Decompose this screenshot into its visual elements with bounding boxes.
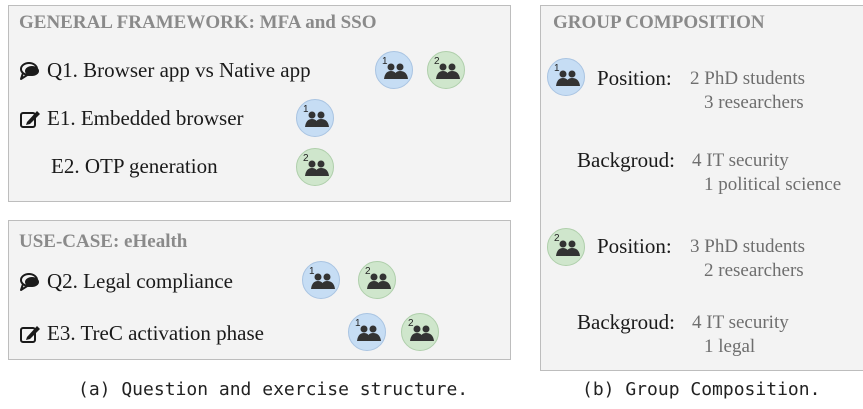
item-e1-label: E1. Embedded browser bbox=[47, 106, 244, 130]
group-1-position-label: Position: bbox=[597, 66, 672, 90]
group-people-icon bbox=[311, 273, 335, 289]
caption-a: (a) Question and exercise structure. bbox=[78, 379, 469, 400]
group-2-background-line-1: 4 IT security bbox=[692, 312, 789, 333]
item-e2: E2. OTP generation bbox=[51, 154, 218, 179]
group-2-badge: 2 bbox=[296, 148, 334, 186]
group-2-badge: 2 bbox=[547, 228, 585, 266]
speech-bubble-icon bbox=[19, 272, 41, 292]
group-people-icon bbox=[305, 160, 329, 176]
group-1-badge: 1 bbox=[375, 51, 413, 89]
use-case-title: USE-CASE: eHealth bbox=[19, 231, 188, 252]
group-number: 2 bbox=[365, 266, 371, 277]
item-e2-label: E2. OTP generation bbox=[51, 154, 218, 178]
caption-b: (b) Group Composition. bbox=[582, 379, 821, 400]
general-framework-title: GENERAL FRAMEWORK: MFA and SSO bbox=[19, 12, 377, 33]
edit-icon bbox=[19, 109, 41, 129]
group-1-badge: 1 bbox=[348, 313, 386, 351]
group-1-background-line-1: 4 IT security bbox=[692, 150, 789, 171]
group-number: 1 bbox=[382, 56, 388, 67]
group-2-position-label: Position: bbox=[597, 234, 672, 258]
group-1-background-label: Backgroud: bbox=[577, 148, 675, 172]
group-people-icon bbox=[357, 325, 381, 341]
use-case-panel: USE-CASE: eHealth Q2. Legal compliance 1… bbox=[8, 220, 511, 360]
group-2-position-line-2: 2 researchers bbox=[704, 260, 804, 281]
group-2-badge: 2 bbox=[401, 313, 439, 351]
item-q1-label: Q1. Browser app vs Native app bbox=[47, 58, 311, 82]
group-number: 2 bbox=[434, 56, 440, 67]
group-number: 1 bbox=[355, 318, 361, 329]
item-q2-label: Q2. Legal compliance bbox=[47, 269, 234, 293]
group-2-background-label: Backgroud: bbox=[577, 310, 675, 334]
group-2-background-line-2: 1 legal bbox=[704, 336, 756, 357]
item-e1: E1. Embedded browser bbox=[19, 106, 244, 131]
item-q1: Q1. Browser app vs Native app bbox=[19, 58, 311, 83]
group-composition-title: GROUP COMPOSITION bbox=[553, 12, 765, 33]
group-people-icon bbox=[556, 70, 580, 86]
group-people-icon bbox=[556, 240, 580, 256]
group-1-badge: 1 bbox=[547, 58, 585, 96]
group-people-icon bbox=[305, 111, 329, 127]
group-2-position-line-1: 3 PhD students bbox=[690, 236, 806, 257]
general-framework-panel: GENERAL FRAMEWORK: MFA and SSO Q1. Brows… bbox=[8, 5, 511, 202]
group-composition-panel: GROUP COMPOSITION 1 Position: 2 PhD stud… bbox=[540, 5, 863, 371]
group-people-icon bbox=[367, 273, 391, 289]
edit-icon bbox=[19, 324, 41, 344]
group-1-badge: 1 bbox=[296, 99, 334, 137]
group-1-badge: 1 bbox=[302, 261, 340, 299]
group-number: 2 bbox=[408, 318, 414, 329]
group-2-badge: 2 bbox=[358, 261, 396, 299]
group-1-background-line-2: 1 political science bbox=[704, 174, 842, 195]
group-number: 2 bbox=[554, 233, 560, 244]
item-e3-label: E3. TreC activation phase bbox=[47, 321, 264, 345]
group-number: 1 bbox=[309, 266, 315, 277]
group-number: 1 bbox=[303, 104, 309, 115]
group-2-badge: 2 bbox=[427, 51, 465, 89]
group-people-icon bbox=[410, 325, 434, 341]
group-people-icon bbox=[436, 63, 460, 79]
group-number: 1 bbox=[554, 63, 560, 74]
group-people-icon bbox=[384, 63, 408, 79]
group-number: 2 bbox=[303, 153, 309, 164]
group-1-position-line-2: 3 researchers bbox=[704, 92, 804, 113]
item-e3: E3. TreC activation phase bbox=[19, 321, 264, 346]
speech-bubble-icon bbox=[19, 61, 41, 81]
item-q2: Q2. Legal compliance bbox=[19, 269, 233, 294]
group-1-position-line-1: 2 PhD students bbox=[690, 68, 806, 89]
